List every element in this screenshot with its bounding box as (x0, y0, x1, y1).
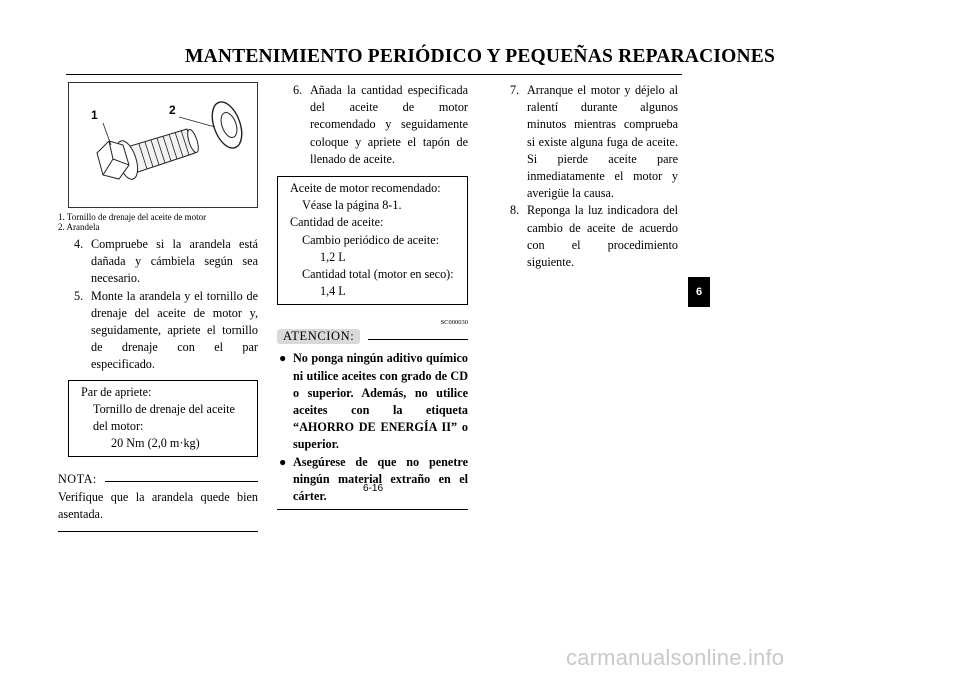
step-6-number: 6. (293, 83, 303, 97)
callout-1: 1 (91, 108, 98, 122)
oil-spec-box: Aceite de motor recomendado: Véase la pá… (277, 176, 468, 306)
step-8-number: 8. (510, 203, 520, 218)
oil-line-3: Cantidad de aceite: (290, 215, 384, 230)
callout-2: 2 (169, 103, 176, 117)
step-5-number: 5. (74, 288, 84, 303)
column-left: 1 2 1. Tornillo de drenaje del aceite de… (58, 82, 258, 533)
column-right: 7. Arranque el motor y déjelo al ralentí … (494, 82, 678, 271)
step-4-text: Compruebe si la arandela está dañada y c… (91, 237, 258, 286)
torque-item: Tornillo de drenaje del aceite del motor… (93, 401, 235, 434)
caption-2: 2. Arandela (58, 222, 100, 232)
oil-line-7: 1,4 L (320, 284, 346, 299)
torque-title: Par de apriete: (81, 384, 152, 399)
figure-captions: 1. Tornillo de drenaje del aceite de mot… (58, 212, 258, 232)
step-7-text: Arranque el motor y déjelo al ralentí du… (527, 83, 678, 201)
page-number: 6-16 (362, 483, 383, 494)
torque-value: 20 Nm (2,0 m·kg) (111, 436, 200, 451)
step-8-text: Reponga la luz indicadora del cambio de … (527, 203, 678, 270)
torque-spec-box: Par de apriete: Tornillo de drenaje del … (68, 379, 258, 458)
column-middle: 6. Añada la cantidad especificada del ace… (277, 82, 468, 511)
step-8: 8. Reponga la luz indicadora del cambio d… (494, 202, 678, 271)
watermark: carmanualsonline.info (566, 645, 785, 670)
step-5-text: Monte la arandela y el tornillo de drena… (91, 288, 258, 372)
steps-4-5: 4. Compruebe si la arandela está dañada y… (58, 236, 258, 374)
step-6-text: Añada la cantidad especificada del aceit… (310, 83, 468, 166)
atencion-rule (368, 339, 468, 341)
step-6: 6. Añada la cantidad especificada del ace… (277, 82, 468, 168)
oil-line-4: Cambio periódico de aceite: (302, 232, 440, 247)
nota-header: NOTA: (58, 471, 258, 488)
caption-1: 1. Tornillo de drenaje del aceite de mot… (58, 212, 207, 222)
bullet-1-text: No ponga ningún aditivo químico ni utili… (293, 351, 468, 452)
bullet-dot-icon: ● (279, 454, 287, 469)
drain-bolt-illustration: 1 2 (91, 101, 243, 180)
atencion-label: ATENCION: (277, 329, 361, 345)
oil-line-6: Cantidad total (motor en seco): (302, 267, 454, 282)
chapter-tab: 6 (688, 277, 710, 307)
oil-line-5: 1,2 L (320, 249, 346, 264)
atencion-bullet-1: ● No ponga ningún aditivo químico ni util… (277, 350, 468, 453)
oil-line-2: Véase la página 8-1. (302, 198, 402, 213)
page-header-title: MANTENIMIENTO PERIÓDICO Y PEQUEÑAS REPAR… (184, 46, 776, 67)
section-code: SC000030 (440, 319, 468, 327)
header-rule (66, 74, 682, 75)
atencion-header: ATENCION: (277, 329, 468, 345)
step-7: 7. Arranque el motor y déjelo al ralentí … (494, 82, 678, 202)
atencion-bullets: ● No ponga ningún aditivo químico ni util… (277, 350, 468, 505)
step-5: 5. Monte la arandela y el tornillo de dre… (58, 288, 258, 374)
step-4-number: 4. (74, 237, 84, 251)
nota-label: NOTA: (58, 472, 97, 487)
nota-rule (104, 481, 258, 483)
drain-bolt-figure: 1 2 (68, 82, 258, 208)
bullet-2-text: Asegúrese de que no penetre ningún mater… (293, 454, 468, 504)
oil-line-1: Aceite de motor recomendado: (290, 181, 441, 196)
bullet-dot-icon: ● (279, 351, 287, 366)
atencion-end-rule (277, 509, 468, 511)
step-4: 4. Compruebe si la arandela está dañada y… (58, 236, 258, 288)
nota-end-rule (58, 531, 258, 533)
atencion-bullet-2: ● Asegúrese de que no penetre ningún mate… (277, 454, 468, 506)
nota-text: Verifique que la arandela quede bien ase… (58, 489, 258, 521)
step-7-number: 7. (510, 83, 520, 97)
